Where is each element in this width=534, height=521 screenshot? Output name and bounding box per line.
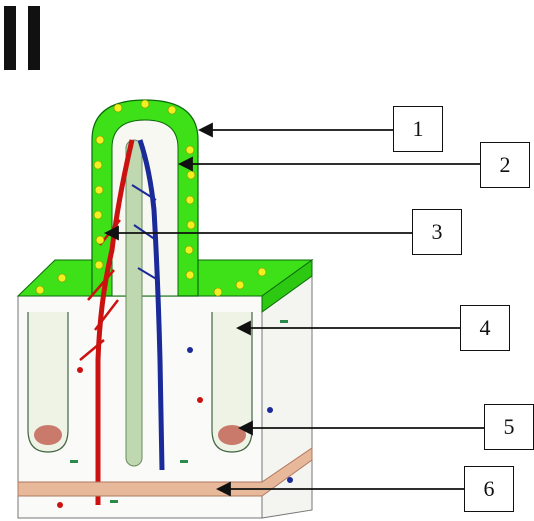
crypt-right xyxy=(211,312,253,453)
villus-lamina-propria xyxy=(111,119,179,297)
arrowhead-4 xyxy=(235,320,251,336)
crypt-left xyxy=(27,312,69,453)
label-box-6: 6 xyxy=(464,466,514,512)
villus xyxy=(79,99,199,505)
section-mark-bar-right xyxy=(28,6,40,70)
artery-branches xyxy=(79,219,121,361)
vein xyxy=(137,139,165,471)
artery xyxy=(95,139,135,505)
section-mark-bar-left xyxy=(4,6,16,70)
section-mark-roman-two xyxy=(4,6,44,70)
arrowhead-2 xyxy=(177,156,193,172)
label-box-2: 2 xyxy=(480,142,530,188)
epithelium-side-edge xyxy=(261,259,313,313)
label-box-4: 4 xyxy=(460,305,510,351)
label-box-5: 5 xyxy=(484,404,534,450)
arrowhead-1 xyxy=(197,122,213,138)
arrowhead-6 xyxy=(215,481,231,497)
pointer-arrows xyxy=(103,122,484,497)
crypt-base-paneth-cells-left xyxy=(34,425,62,445)
goblet-cells xyxy=(35,99,267,297)
label-box-3: 3 xyxy=(412,209,462,255)
central-lacteal xyxy=(125,139,143,467)
muscularis-mucosae xyxy=(17,447,313,497)
label-box-1: 1 xyxy=(393,106,443,152)
arrowhead-3 xyxy=(103,225,119,241)
intestinal-crypts xyxy=(27,312,253,453)
arrowhead-5 xyxy=(237,420,253,436)
crypt-base-paneth-cells xyxy=(218,425,246,445)
connective-tissue-cells xyxy=(57,320,293,508)
